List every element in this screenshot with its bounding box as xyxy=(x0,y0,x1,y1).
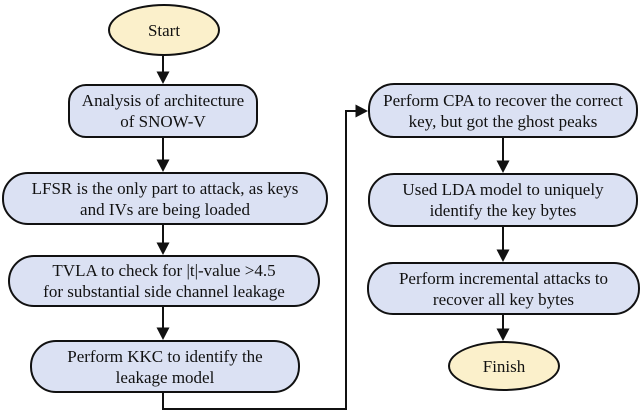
arrowhead xyxy=(156,327,170,340)
step-text-line: recover all key bytes xyxy=(432,289,575,309)
step-tvla-check: TVLA to check for |t|-value >4.5 for sub… xyxy=(8,255,320,307)
step-text-line: for substantial side channel leakage xyxy=(43,282,285,301)
step-text-line: key, but got the ghost peaks xyxy=(408,111,598,131)
connector-kkc-to-cpa xyxy=(162,110,356,410)
step-text-line: Perform KKC to identify the xyxy=(67,346,263,366)
step-text-line: Perform CPA to recover the correct xyxy=(383,90,623,110)
step-kkc-leakage-model: Perform KKC to identify the leakage mode… xyxy=(30,340,300,393)
step-text-line: Perform incremental attacks to xyxy=(398,268,609,288)
step-analysis-snow-v: Analysis of architecture of SNOW-V xyxy=(68,84,258,138)
step-cpa-ghost-peaks: Perform CPA to recover the correct key, … xyxy=(368,83,638,138)
arrowhead xyxy=(496,249,510,262)
step-text-line: Analysis of architecture xyxy=(81,91,245,110)
step-text-line: LFSR is the only part to attack, as keys xyxy=(31,178,299,198)
step-incremental-attacks: Perform incremental attacks to recover a… xyxy=(367,262,640,315)
step-text-line: leakage model xyxy=(115,367,215,387)
arrowhead xyxy=(355,104,368,118)
step-lfsr-attack: LFSR is the only part to attack, as keys… xyxy=(2,172,328,225)
arrowhead xyxy=(156,159,170,172)
step-text-line: and IVs are being loaded xyxy=(80,199,250,219)
arrowhead xyxy=(156,242,170,255)
start-terminal: Start xyxy=(108,4,220,56)
start-label: Start xyxy=(147,20,181,40)
step-lda-model: Used LDA model to uniquely identify the … xyxy=(368,173,638,227)
finish-label: Finish xyxy=(482,356,526,376)
step-text-line: Used LDA model to uniquely xyxy=(402,180,604,199)
step-text-line: identify the key bytes xyxy=(429,201,577,220)
step-text-line: TVLA to check for |t|-value >4.5 xyxy=(52,261,276,280)
finish-terminal: Finish xyxy=(448,341,560,391)
arrowhead xyxy=(496,160,510,173)
step-text-line: of SNOW-V xyxy=(120,112,206,131)
arrowhead xyxy=(496,328,510,341)
arrowhead xyxy=(156,71,170,84)
